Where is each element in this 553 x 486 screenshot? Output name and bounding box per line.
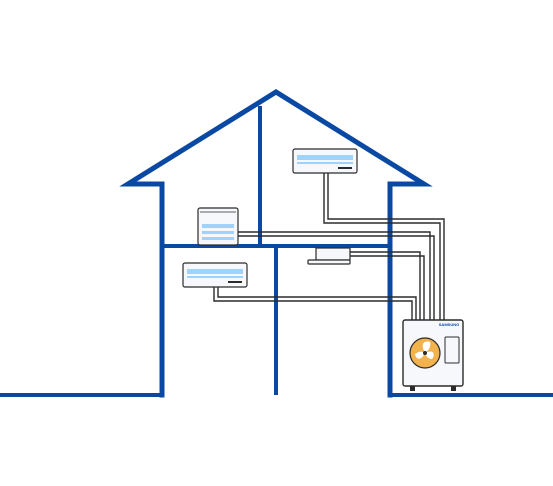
refrigerant-pipes: [213, 170, 445, 320]
pipe-cassette-inner: [350, 255, 425, 320]
wall-unit-lower-left: [182, 262, 248, 288]
fan-icon: [415, 341, 434, 359]
floor-console-unit: [197, 207, 239, 246]
pipe-upper-right-inner: [327, 170, 445, 320]
pipe-console: [238, 231, 431, 320]
wall-unit-upper-right: [292, 148, 358, 174]
pipe-cassette: [350, 251, 421, 320]
pipe-lower-left-inner: [217, 286, 417, 320]
pipe-console-inner: [238, 235, 435, 320]
house-outline: [119, 89, 433, 398]
ceiling-cassette-unit: [307, 247, 351, 265]
outdoor-unit-brand: SAMSUNG: [439, 322, 459, 327]
pipe-upper-right: [323, 170, 441, 320]
pipe-lower-left: [213, 286, 413, 320]
outdoor-unit: SAMSUNG: [402, 319, 464, 391]
